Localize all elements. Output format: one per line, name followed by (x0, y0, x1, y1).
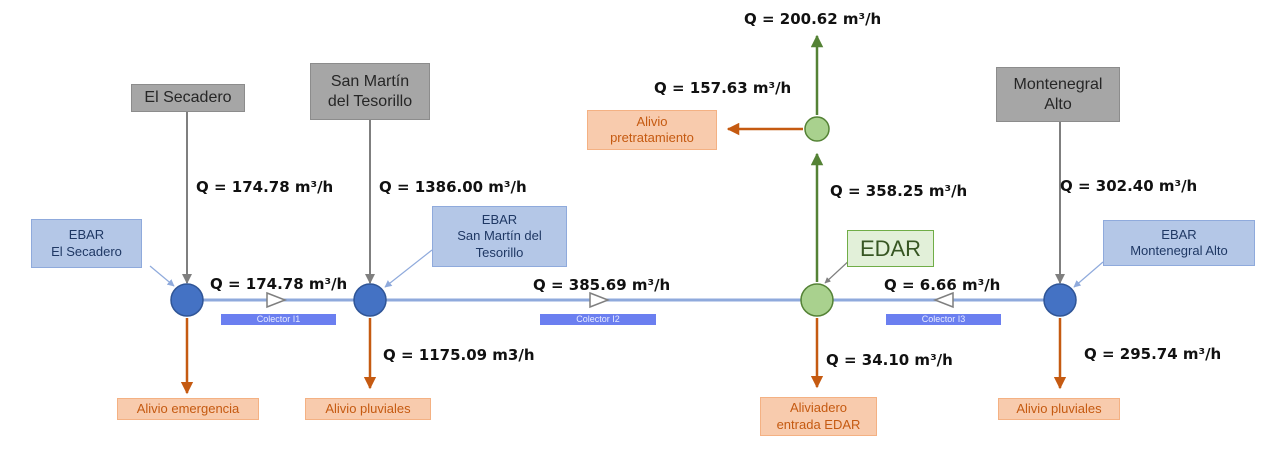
flow-label-inflow-san-martin: Q = 1386.00 m³/h (379, 178, 527, 196)
collector-label-i3: Colector I3 (886, 314, 1001, 325)
node-ebar-montenegral[interactable] (1043, 283, 1077, 317)
relief-pluviales-san-martin: Alivio pluviales (305, 398, 431, 420)
pointer-ebar-san-martin (384, 249, 433, 288)
flow-label-collector-i1: Q = 174.78 m³/h (210, 275, 348, 293)
flow-direction-icon-c3 (932, 291, 954, 309)
source-san-martin: San Martín del Tesorillo (310, 63, 430, 120)
pointer-ebar-secadero (149, 265, 175, 287)
node-pretreatment[interactable] (804, 116, 830, 142)
relief-emergencia: Alivio emergencia (117, 398, 259, 420)
flow-label-inflow-el-secadero: Q = 174.78 m³/h (196, 178, 334, 196)
flow-label-relief-montenegral: Q = 295.74 m³/h (1084, 345, 1222, 363)
flow-label-pretreatment-relief: Q = 157.63 m³/h (654, 79, 792, 97)
flow-label-inflow-montenegral: Q = 302.40 m³/h (1060, 177, 1198, 195)
collector-label-i1: Colector I1 (221, 314, 336, 325)
flow-label-to-treatment: Q = 358.25 m³/h (830, 182, 968, 200)
label-ebar-san-martin: EBAR San Martín del Tesorillo (432, 206, 567, 267)
relief-pretratamiento: Alivio pretratamiento (587, 110, 717, 150)
flow-label-collector-i2: Q = 385.69 m³/h (533, 276, 671, 294)
source-el-secadero: El Secadero (131, 84, 245, 112)
node-ebar-el-secadero[interactable] (170, 283, 204, 317)
label-ebar-el-secadero: EBAR El Secadero (31, 219, 142, 268)
source-montenegral: Montenegral Alto (996, 67, 1120, 122)
collector-label-i2: Colector I2 (540, 314, 656, 325)
flow-direction-icon-c1 (266, 291, 288, 309)
flow-label-relief-san-martin: Q = 1175.09 m3/h (383, 346, 535, 364)
node-edar[interactable] (800, 283, 834, 317)
node-ebar-san-martin[interactable] (353, 283, 387, 317)
label-ebar-montenegral: EBAR Montenegral Alto (1103, 220, 1255, 266)
label-edar: EDAR (847, 230, 934, 267)
flow-label-collector-i3: Q = 6.66 m³/h (884, 276, 1001, 294)
flow-label-relief-edar: Q = 34.10 m³/h (826, 351, 953, 369)
flow-direction-icon-c2 (589, 291, 611, 309)
relief-entrada-edar: Aliviadero entrada EDAR (760, 397, 877, 436)
flow-label-treated-out: Q = 200.62 m³/h (744, 10, 882, 28)
relief-pluviales-montenegral: Alivio pluviales (998, 398, 1120, 420)
pointer-ebar-montenegral (1073, 261, 1104, 288)
